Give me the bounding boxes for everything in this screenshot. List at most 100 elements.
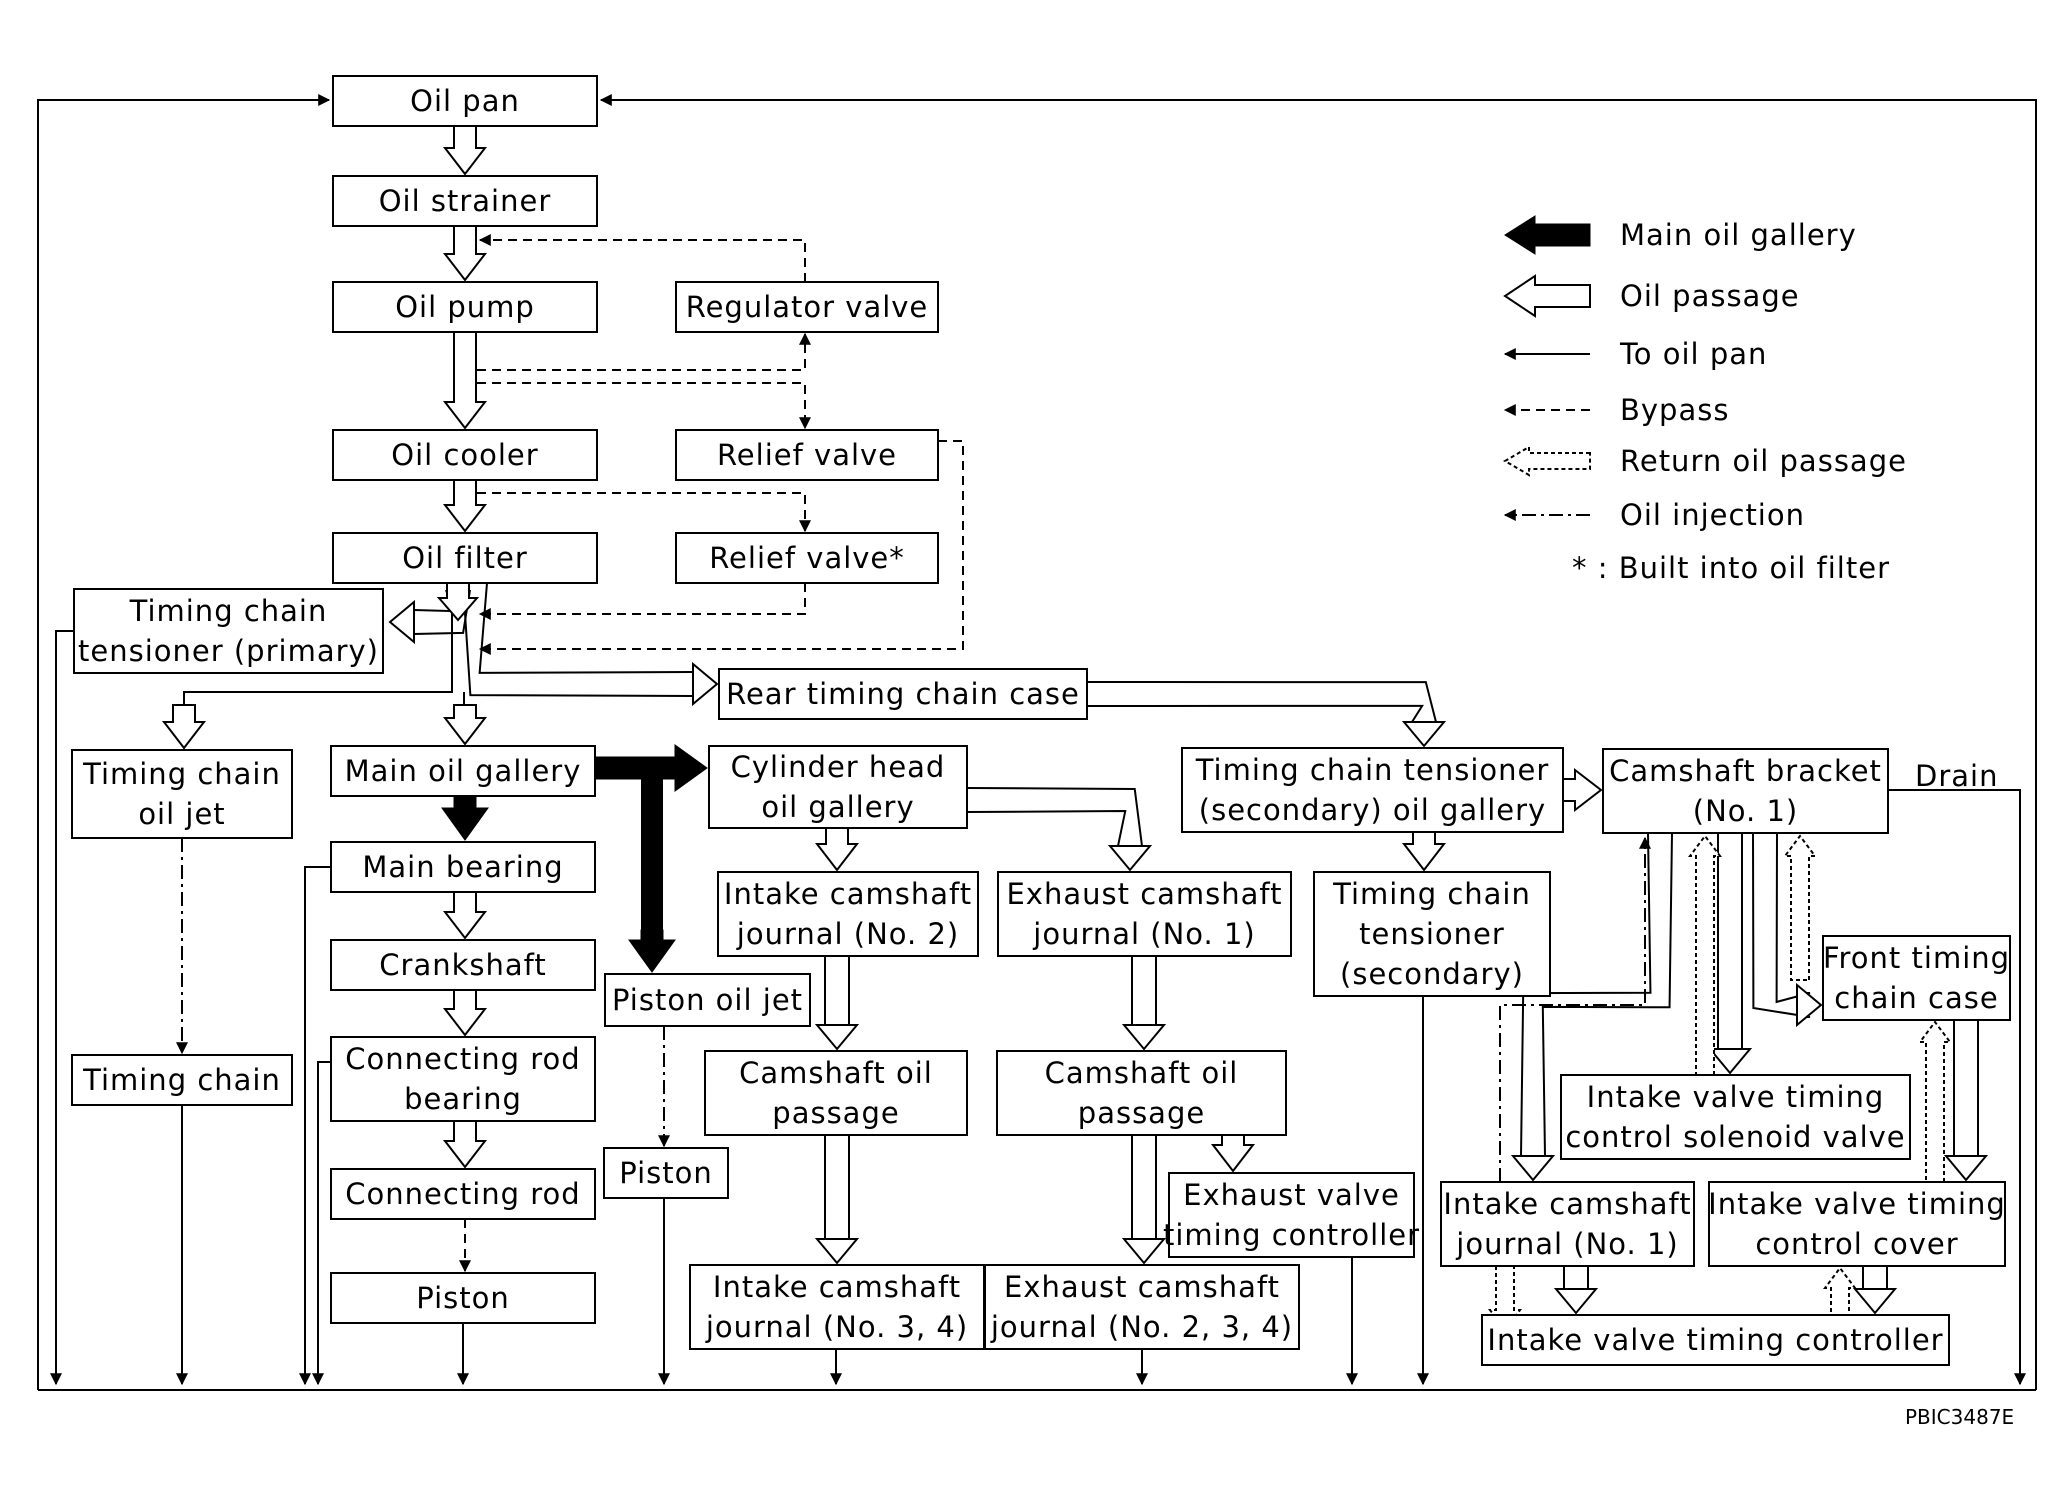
oil-passage-arrow: [442, 331, 488, 430]
legend-label: Oil passage: [1620, 279, 1800, 313]
front-to-ivt-cover-head: [1943, 1155, 1989, 1182]
box-label: tensioner (primary): [78, 634, 379, 668]
box-label: journal (No. 3, 4): [705, 1310, 968, 1344]
oil-passage-arrow: [442, 1120, 488, 1169]
box-label: oil gallery: [761, 790, 914, 824]
box-ivt-solenoid: Intake valve timing control solenoid valv…: [1560, 1074, 1911, 1160]
box-label: Oil cooler: [391, 438, 538, 472]
legend-label: To oil pan: [1619, 337, 1767, 371]
drain-label: Drain: [1915, 759, 1998, 793]
box-conrod-bearing: Connecting rod bearing: [330, 1036, 596, 1122]
legend-item-injection: Oil injection: [1503, 498, 1805, 532]
box-label: Camshaft oil: [739, 1056, 933, 1090]
to-oil-pan-line: [50, 630, 74, 1386]
box-label: Piston: [416, 1281, 510, 1315]
oil-passage-arrow: [442, 704, 488, 746]
to-rear-case: [462, 582, 694, 697]
box-intake-journal-34: Intake camshaft journal (No. 3, 4): [689, 1264, 985, 1350]
box-label: Intake camshaft: [713, 1270, 961, 1304]
box-oil-pump: Oil pump: [332, 281, 598, 333]
to-tensioner-primary-head: [388, 599, 415, 645]
bracket-to-intake-1: [1541, 832, 1673, 1157]
return-passage-arrow: [1688, 834, 1722, 1076]
box-oil-cooler: Oil cooler: [332, 429, 598, 481]
box-label: Timing chain: [129, 594, 328, 628]
legend-label: Return oil passage: [1620, 444, 1907, 478]
box-label: Connecting rod: [345, 1177, 580, 1211]
box-piston-lower: Piston: [330, 1272, 596, 1324]
rear-to-sec-gallery: [1086, 704, 1424, 723]
box-camshaft-bracket: Camshaft bracket(No. 1): [1602, 748, 1889, 834]
oil-passage-arrow: [1401, 831, 1447, 872]
box-regulator-valve: Regulator valve: [675, 281, 939, 333]
legend-item-to_pan: To oil pan: [1503, 337, 1767, 371]
legend-label: Bypass: [1620, 393, 1729, 427]
box-relief-valve-filter: Relief valve*: [675, 532, 939, 584]
oil-passage-arrow: [442, 225, 488, 282]
bypass-regulator: [478, 234, 806, 282]
oil-passage-arrow: [161, 704, 207, 750]
box-label: control cover: [1755, 1227, 1958, 1261]
box-label: journal (No. 1): [1455, 1227, 1678, 1261]
box-label: Camshaft bracket: [1609, 754, 1882, 788]
intake-passage-to-34-head: [814, 1238, 860, 1265]
box-label: passage: [1078, 1096, 1205, 1130]
legend-label: Main oil gallery: [1620, 218, 1857, 252]
box-label: Timing chain tensioner: [1195, 753, 1550, 787]
relief-return: [478, 440, 964, 655]
box-piston-upper: Piston: [603, 1147, 729, 1199]
box-oil-filter: Oil filter: [332, 532, 598, 584]
box-label: control solenoid valve: [1565, 1120, 1905, 1154]
box-main-gallery: Main oil gallery: [330, 745, 596, 797]
box-label: oil jet: [138, 797, 225, 831]
return-right: [599, 94, 2037, 1390]
box-label: journal (No. 2): [736, 917, 959, 951]
box-label: Connecting rod: [345, 1042, 580, 1076]
box-label: Piston: [619, 1156, 713, 1190]
bypass-to-regulator: [477, 332, 811, 371]
oil-passage-arrow: [1562, 767, 1603, 813]
bracket-to-solenoid-head: [1707, 1048, 1753, 1075]
box-relief-valve: Relief valve: [675, 429, 939, 481]
box-timing-chain: Timing chain: [71, 1054, 293, 1106]
box-tensioner-primary: Timing chain tensioner (primary): [73, 588, 384, 674]
bypass-to-relief: [477, 382, 811, 430]
legend-item-bypass: Bypass: [1503, 393, 1729, 427]
box-camshaft-passage-intake: Camshaft oil passage: [704, 1050, 968, 1136]
box-label: tensioner: [1359, 917, 1505, 951]
oil-passage-arrow: [442, 891, 488, 940]
return-left: [37, 94, 331, 1390]
box-label: Oil pump: [395, 290, 535, 324]
box-label: Relief valve: [717, 438, 897, 472]
box-label: Intake valve timing: [1587, 1080, 1885, 1114]
box-label: Timing chain: [82, 757, 281, 791]
legend-return-icon: [1503, 445, 1591, 477]
to-rear-case-head: [692, 661, 719, 707]
legend-passage-icon: [1503, 274, 1591, 318]
box-label: Intake camshaft: [1443, 1187, 1691, 1221]
box-label: Main bearing: [362, 850, 563, 884]
return-passage-arrow: [1918, 1020, 1952, 1183]
head-to-exhaust: [966, 810, 1127, 847]
box-label: Timing chain: [82, 1063, 281, 1097]
legend-label: Oil injection: [1620, 498, 1805, 532]
relief-filter-return: [478, 583, 806, 620]
box-connecting-rod: Connecting rod: [330, 1168, 596, 1220]
bracket-to-intake-1-head: [1510, 1155, 1556, 1182]
legend-item-main: Main oil gallery: [1504, 215, 1857, 255]
main-gallery-arrow: [441, 795, 489, 841]
box-label: (secondary): [1340, 957, 1524, 991]
box-label: Cylinder head: [731, 750, 946, 784]
box-cyl-head-gallery: Cylinder head oil gallery: [708, 745, 968, 829]
to-rear-case: [478, 582, 694, 674]
box-label: Intake valve timing: [1708, 1187, 2006, 1221]
box-label: bearing: [404, 1082, 522, 1116]
box-label: passage: [772, 1096, 899, 1130]
